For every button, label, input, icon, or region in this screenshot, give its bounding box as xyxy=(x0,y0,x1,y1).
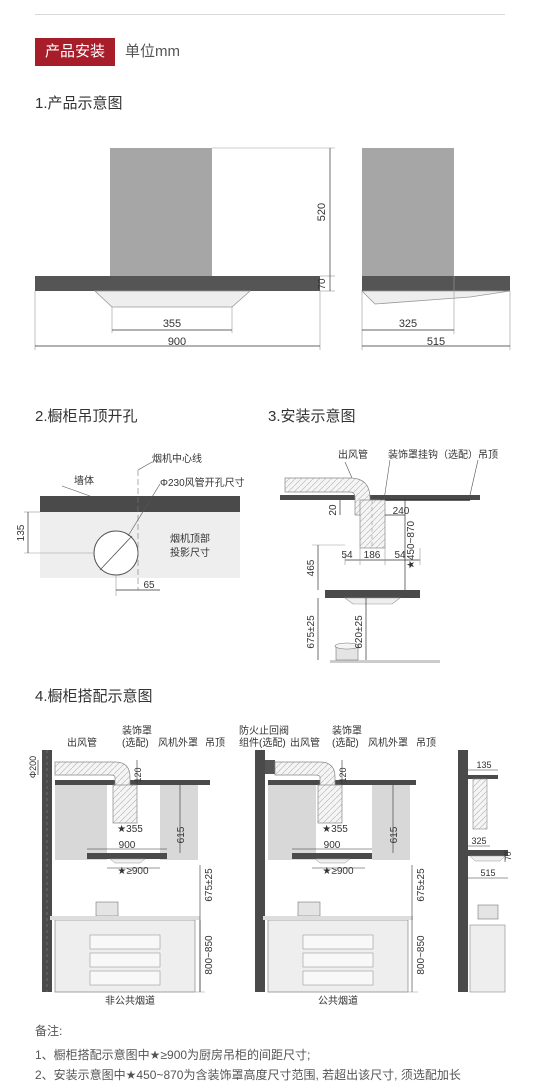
install-ceiling-label: 吊顶 xyxy=(478,449,498,461)
notes-title: 备注: xyxy=(35,1024,63,1038)
install-dim-186: 186 xyxy=(364,550,381,561)
note-1: 1、橱柜搭配示意图中★≥900为厨房吊柜的间距尺寸; xyxy=(35,1048,311,1062)
hole-size-label: Φ230风管开孔尺寸 xyxy=(160,476,245,489)
cabinet-right-drawing xyxy=(255,750,418,993)
dim-side-depth: 515 xyxy=(427,336,445,348)
left-cover-label-2: (选配) xyxy=(122,736,149,749)
section1-title: 1.产品示意图 xyxy=(35,95,123,112)
left-dim-675: 675±25 xyxy=(204,868,215,902)
left-dim-615: 615 xyxy=(176,826,187,843)
install-dim-54b: 54 xyxy=(394,550,406,561)
projection-label-2: 投影尺寸 xyxy=(170,546,210,559)
dim-front-hood: 70 xyxy=(317,278,328,290)
left-cover-label-1: 装饰罩 xyxy=(122,724,152,737)
section2-title: 2.橱柜吊顶开孔 xyxy=(35,408,138,425)
side-dim-70: 70 xyxy=(504,851,513,860)
dim-front-width: 900 xyxy=(168,336,186,348)
product-side-view xyxy=(361,148,511,350)
install-dim-465: 465 xyxy=(306,559,317,576)
install-dim-675: 675±25 xyxy=(306,615,317,649)
install-dim-240: 240 xyxy=(393,506,410,517)
dim-front-inner: 355 xyxy=(163,318,181,330)
right-duct-label: 出风管 xyxy=(290,736,320,749)
dim-135: 135 xyxy=(16,524,27,541)
section-tag: 产品安装 xyxy=(35,38,116,66)
center-line-label: 烟机中心线 xyxy=(152,452,202,465)
right-dim-800: 800~850 xyxy=(416,935,427,975)
dim-front-height: 520 xyxy=(316,203,328,221)
install-duct-label: 出风管 xyxy=(338,448,368,461)
left-dim-800: 800~850 xyxy=(204,935,215,975)
install-dim-54a: 54 xyxy=(341,550,353,561)
left-dim-355: ★355 xyxy=(117,824,143,835)
dim-side-inner: 325 xyxy=(399,318,417,330)
unit-label: 单位mm xyxy=(125,43,180,60)
right-caption: 公共烟道 xyxy=(318,994,358,1007)
right-dim-355: ★355 xyxy=(322,824,348,835)
right-fan-label: 风机外罩 xyxy=(368,736,408,749)
right-dim-ge900: ★≥900 xyxy=(322,866,354,877)
dim-65: 65 xyxy=(143,580,155,591)
cabinet-left-drawing xyxy=(37,750,210,993)
install-dim-450-870: ★450~870 xyxy=(406,520,417,569)
projection-label-1: 烟机顶部 xyxy=(170,532,210,545)
side-dim-325: 325 xyxy=(471,836,486,846)
right-cover-label-2: (选配) xyxy=(332,736,359,749)
install-dim-620: 620±25 xyxy=(354,615,365,649)
phi200-label: Φ200 xyxy=(28,756,38,778)
valve-label-2: 组件(选配) xyxy=(239,736,286,749)
right-dim-900: 900 xyxy=(324,840,341,851)
left-dim-120: 120 xyxy=(133,767,143,782)
valve-label-1: 防火止回阀 xyxy=(239,724,289,737)
left-dim-900: 900 xyxy=(119,840,136,851)
product-front-view xyxy=(34,147,335,350)
cabinet-side-drawing xyxy=(458,750,508,993)
section4-title: 4.橱柜搭配示意图 xyxy=(35,688,153,705)
right-dim-675: 675±25 xyxy=(416,868,427,902)
right-cover-label-1: 装饰罩 xyxy=(332,724,362,737)
note-2: 2、安装示意图中★450~870为含装饰罩高度尺寸范围, 若超出该尺寸, 须选配… xyxy=(35,1068,461,1082)
left-dim-ge900: ★≥900 xyxy=(117,866,149,877)
install-drawing xyxy=(280,459,480,663)
left-fan-label: 风机外罩 xyxy=(158,736,198,749)
right-dim-120: 120 xyxy=(338,767,348,782)
side-dim-515: 515 xyxy=(480,868,495,878)
install-dim-20: 20 xyxy=(328,504,339,516)
right-ceiling-label: 吊顶 xyxy=(416,737,436,749)
wall-label: 墙体 xyxy=(74,474,94,487)
section3-title: 3.安装示意图 xyxy=(268,408,356,425)
top-divider xyxy=(35,14,505,15)
left-duct-label: 出风管 xyxy=(67,736,97,749)
install-hook-label: 装饰罩挂钩（选配） xyxy=(388,448,478,461)
right-dim-615: 615 xyxy=(389,826,400,843)
left-caption: 非公共烟道 xyxy=(105,994,155,1007)
left-ceiling-label: 吊顶 xyxy=(205,737,225,749)
side-dim-135: 135 xyxy=(476,760,491,770)
cabinet-hole-drawing xyxy=(24,461,240,596)
